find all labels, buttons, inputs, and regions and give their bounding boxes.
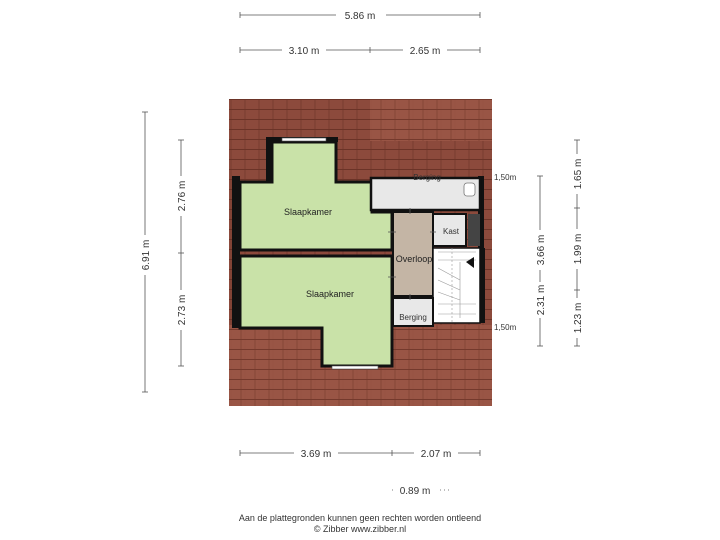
dim-far-right-top: 1.65 m [573, 159, 584, 190]
dim-far-right-bottom: 1.23 m [573, 303, 584, 334]
berging-top-floor [369, 176, 482, 212]
label-berging-bottom: Berging [399, 313, 427, 322]
label-kast: Kast [443, 227, 460, 236]
roof-upper-band [370, 99, 492, 141]
footer-disclaimer: Aan de plattegronden kunnen geen rechten… [238, 513, 482, 523]
dim-total-depth: 6.91 m [141, 240, 152, 271]
label-berging-top: Berging [413, 173, 441, 182]
label-slaapkamer-bottom: Slaapkamer [306, 289, 354, 299]
window-bottom [331, 365, 379, 370]
wall-left [232, 176, 240, 328]
dim-left-bottom-depth: 2.73 m [177, 295, 188, 326]
kast-floor [432, 213, 467, 247]
dim-total-width: 5.86 m [345, 11, 376, 22]
dim-far-right-mid: 1.99 m [573, 234, 584, 265]
dim-height-bottom-right: 1,50m [494, 323, 517, 332]
dim-bottom-right-width: 2.07 m [421, 449, 452, 460]
dim-bottom-left-width: 3.69 m [301, 449, 332, 460]
footer-credit: © Zibber www.zibber.nl [313, 524, 407, 534]
dim-bottom-small: 0.89 m [400, 486, 431, 497]
wall-right-upper [478, 176, 484, 248]
dim-right-mid-depth: 3.66 m [536, 235, 547, 266]
wall-top-left-side [266, 137, 272, 182]
wall-right-lower [480, 248, 485, 323]
berging-bottom-floor [392, 297, 434, 327]
stair-steps [437, 251, 476, 318]
window-top [281, 137, 327, 142]
dim-top-left-width: 3.10 m [289, 46, 320, 57]
overloop-floor [392, 211, 434, 297]
door-marks [388, 208, 436, 300]
dim-top-right-width: 2.65 m [410, 46, 441, 57]
toilet [463, 182, 476, 197]
label-overloop: Overloop [396, 254, 433, 264]
label-slaapkamer-top: Slaapkamer [284, 207, 332, 217]
stair-direction-arrow [466, 257, 474, 268]
dim-right-inner-depth: 2.31 m [536, 285, 547, 316]
wall-kast-right [468, 214, 480, 246]
dim-height-top-right: 1,50m [494, 173, 517, 182]
dim-left-top-depth: 2.76 m [177, 181, 188, 212]
